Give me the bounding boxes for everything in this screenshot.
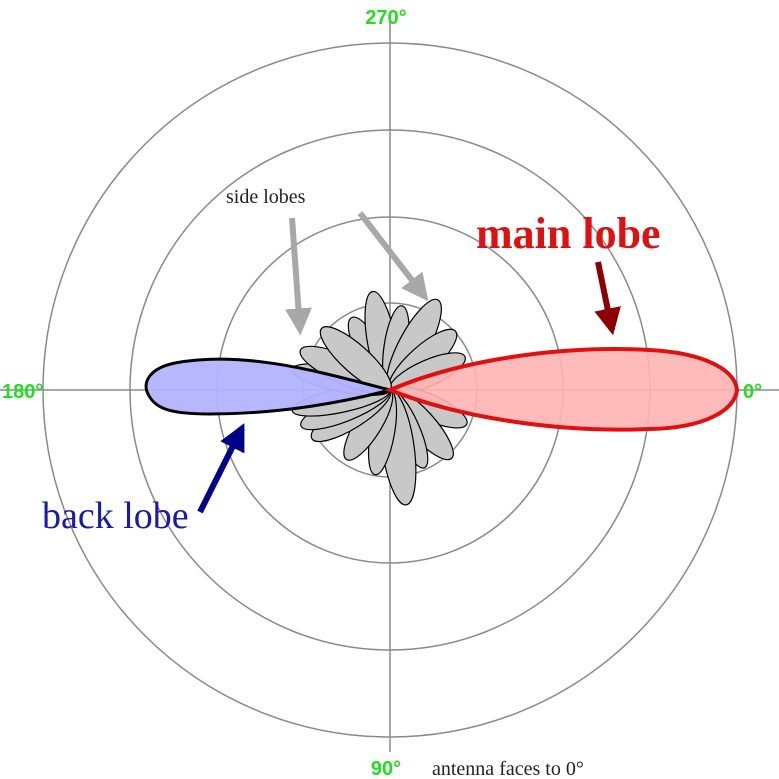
side-lobe-arrow-left [284,217,312,336]
side-lobe-arrow-right [357,211,429,302]
main-lobe-arrow [594,261,621,336]
main-lobe-shape [384,347,740,432]
back-lobe-arrow [197,423,245,514]
angle-label-90: 90° [371,758,401,779]
angle-label-180: 180° [2,381,43,403]
angle-label-0: 0° [743,381,762,403]
side-lobes-label: side lobes [226,186,306,208]
angle-label-270: 270° [365,7,406,29]
main-lobe-label: main lobe [476,209,661,258]
back-lobe-label: back lobe [42,495,189,537]
back-lobe-shape [144,357,396,416]
side-lobes-group [291,290,468,506]
footnote-label: antenna faces to 0° [432,758,584,779]
